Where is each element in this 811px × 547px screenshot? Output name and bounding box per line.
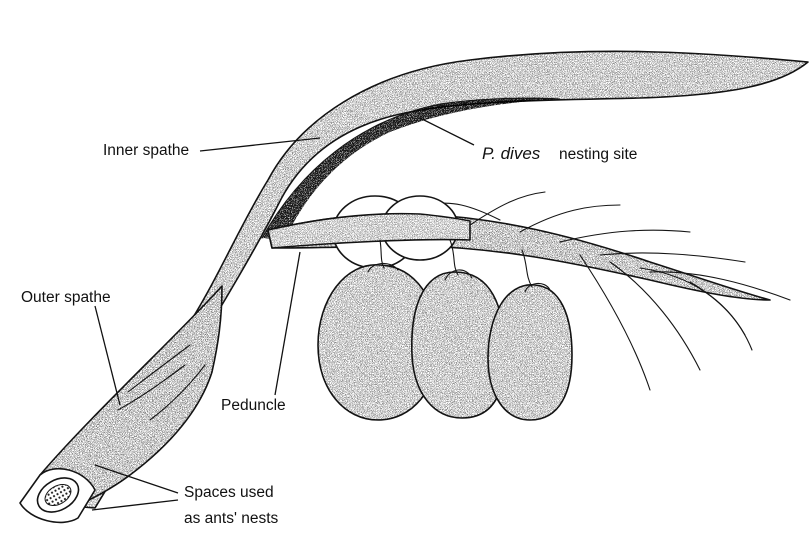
stalk-cut-end <box>20 469 95 523</box>
nesting-site-label: nesting site <box>559 146 637 163</box>
nesting-species-label: P. dives <box>482 144 541 163</box>
outer-spathe-label: Outer spathe <box>21 289 111 306</box>
spaces-label-line2: as ants' nests <box>184 510 279 527</box>
nesting-site-leader <box>420 118 474 145</box>
fruit-3 <box>488 250 572 420</box>
peduncle-leader <box>275 252 300 395</box>
peduncle-label: Peduncle <box>221 397 286 414</box>
spaces-label-line1: Spaces used <box>184 484 274 501</box>
outer-spathe-leader <box>95 306 120 405</box>
spaces-leader-2 <box>92 500 178 510</box>
inner-spathe-label: Inner spathe <box>103 142 189 159</box>
